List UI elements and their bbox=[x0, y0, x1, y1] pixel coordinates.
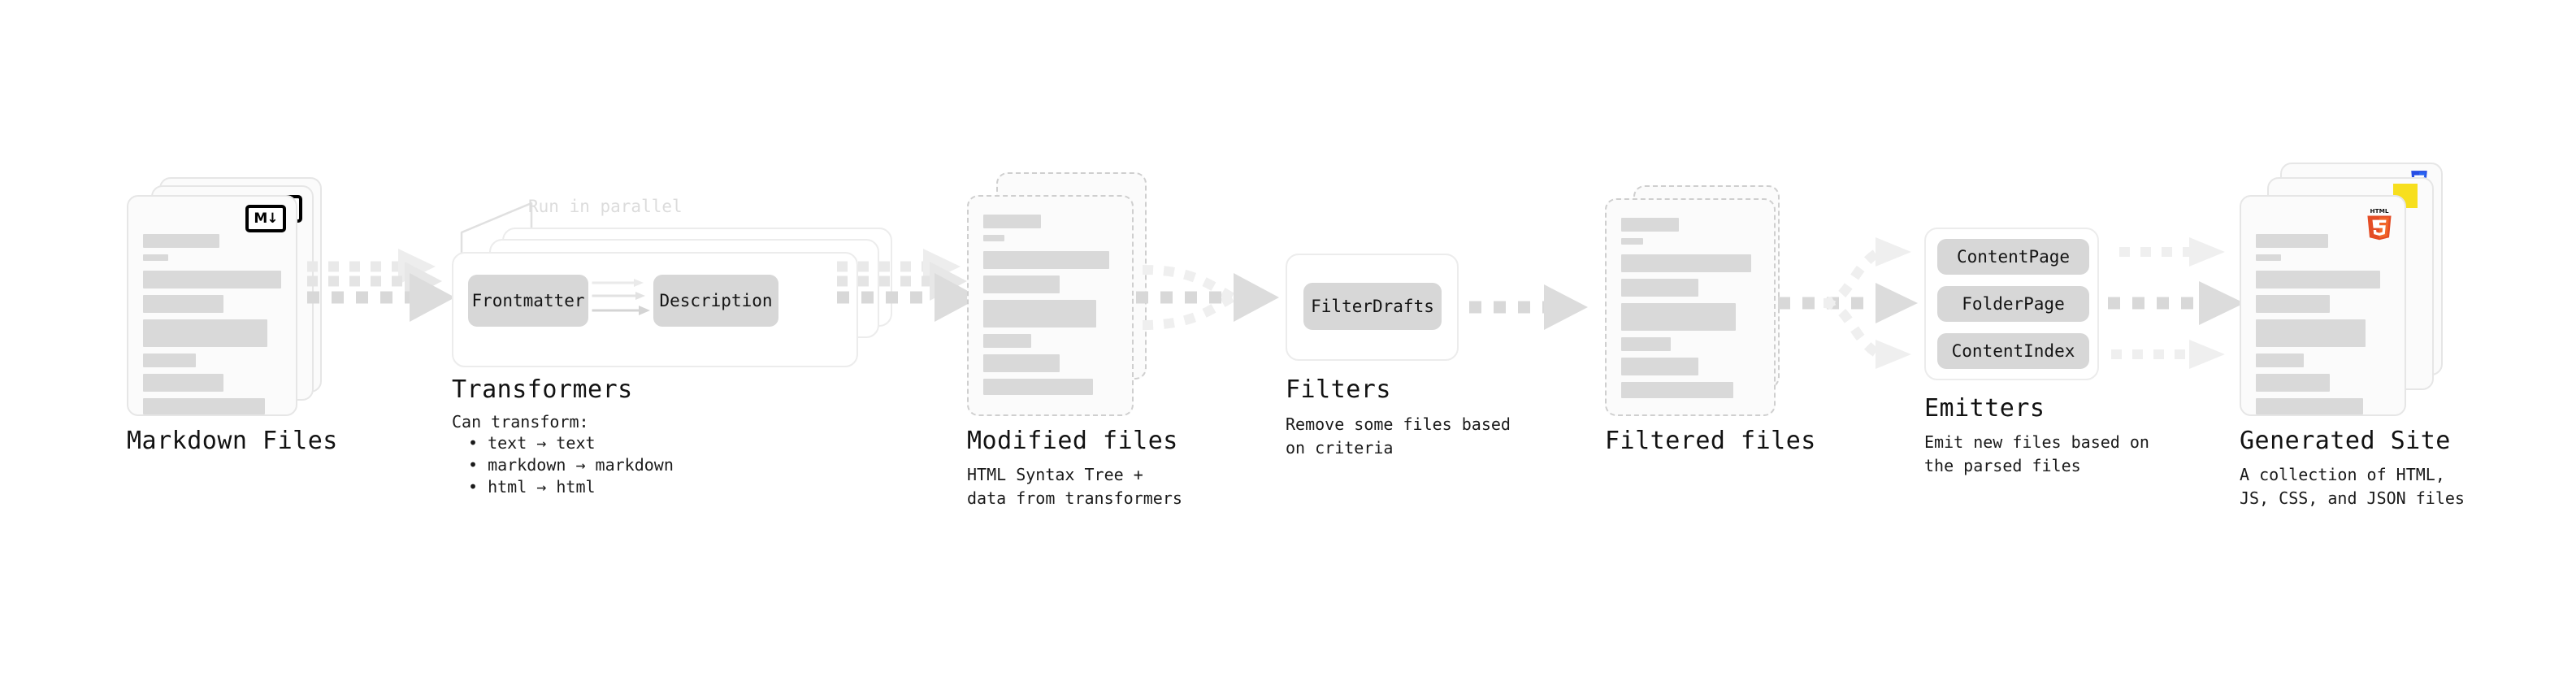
stage-title-modified-files: Modified files bbox=[967, 427, 1178, 455]
stage-desc-modified-files-line2: data from transformers bbox=[967, 488, 1182, 508]
stage-modified-files: Modified files HTML Syntax Tree + data f… bbox=[967, 172, 1182, 508]
connector-md-to-transformers bbox=[307, 244, 462, 358]
chip-filterdrafts[interactable]: FilterDrafts bbox=[1303, 283, 1442, 330]
chip-contentpage[interactable]: ContentPage bbox=[1937, 239, 2089, 275]
stage-filtered-files: Filtered files bbox=[1605, 185, 1816, 455]
emitters-group: ContentPage FolderPage ContentIndex bbox=[1924, 228, 2099, 380]
stage-desc-transform-item: • html → html bbox=[468, 477, 596, 497]
run-in-parallel-label: Run in parallel bbox=[528, 197, 683, 216]
svg-text:HTML: HTML bbox=[2370, 207, 2389, 215]
stage-emitters: ContentPage FolderPage ContentIndex Emit… bbox=[1924, 228, 2149, 475]
stage-transformers: Run in parallel Frontmatter Description bbox=[0, 0, 892, 681]
generated-doc-front: HTML bbox=[2240, 195, 2406, 416]
stage-title-emitters: Emitters bbox=[1924, 394, 2045, 423]
stage-title-filtered-files: Filtered files bbox=[1605, 427, 1816, 455]
chip-description[interactable]: Description bbox=[653, 275, 778, 327]
run-in-parallel-bracket bbox=[460, 198, 557, 255]
stage-desc-modified-files-line1: HTML Syntax Tree + bbox=[967, 465, 1143, 484]
doc-content-lines bbox=[143, 234, 281, 421]
stage-title-transformers: Transformers bbox=[452, 375, 633, 404]
stage-desc-transformers: Can transform: bbox=[452, 412, 589, 432]
connector-modified-to-filters bbox=[1136, 252, 1299, 358]
stage-filters: FilterDrafts Filters Remove some files b… bbox=[1286, 254, 1511, 458]
filtered-doc-front bbox=[1605, 198, 1776, 416]
stage-desc-filters-line2: on criteria bbox=[1286, 438, 1394, 458]
stage-desc-filters-line1: Remove some files based bbox=[1286, 414, 1511, 434]
modified-doc-front bbox=[967, 195, 1134, 416]
connector-emitters-to-site bbox=[2108, 234, 2270, 372]
filters-group: FilterDrafts bbox=[1286, 254, 1459, 361]
chip-folderpage[interactable]: FolderPage bbox=[1937, 286, 2089, 322]
stage-markdown-files: M↓ M↓ M↓ Markdown Files bbox=[0, 0, 341, 681]
stage-desc-emitters-line2: the parsed files bbox=[1924, 456, 2081, 475]
markdown-doc-front: M↓ bbox=[127, 195, 297, 416]
inner-transform-arrows bbox=[590, 275, 657, 333]
doc-content-lines bbox=[983, 215, 1117, 401]
stage-desc-transform-item: • markdown → markdown bbox=[468, 455, 674, 475]
html5-badge-icon: HTML bbox=[2366, 205, 2393, 241]
stage-desc-generated-site-line2: JS, CSS, and JSON files bbox=[2240, 488, 2465, 508]
chip-contentindex[interactable]: ContentIndex bbox=[1937, 333, 2089, 369]
transformer-group-front: Frontmatter Description bbox=[452, 252, 858, 367]
stage-desc-emitters-line1: Emit new files based on bbox=[1924, 432, 2149, 452]
stage-title-generated-site: Generated Site bbox=[2240, 427, 2451, 455]
markdown-badge-icon: M↓ bbox=[245, 205, 286, 232]
connector-filtered-to-emitters bbox=[1778, 234, 1941, 372]
stage-title-filters: Filters bbox=[1286, 375, 1391, 404]
doc-content-lines bbox=[1621, 218, 1759, 405]
connector-filters-to-filtered bbox=[1469, 276, 1607, 349]
connector-transformers-to-modified bbox=[837, 244, 991, 358]
chip-frontmatter[interactable]: Frontmatter bbox=[468, 275, 588, 327]
stage-desc-generated-site-line1: A collection of HTML, bbox=[2240, 465, 2445, 484]
stage-desc-transform-item: • text → text bbox=[468, 433, 596, 453]
stage-title-markdown-files: Markdown Files bbox=[127, 427, 338, 455]
doc-content-lines bbox=[2256, 234, 2390, 421]
